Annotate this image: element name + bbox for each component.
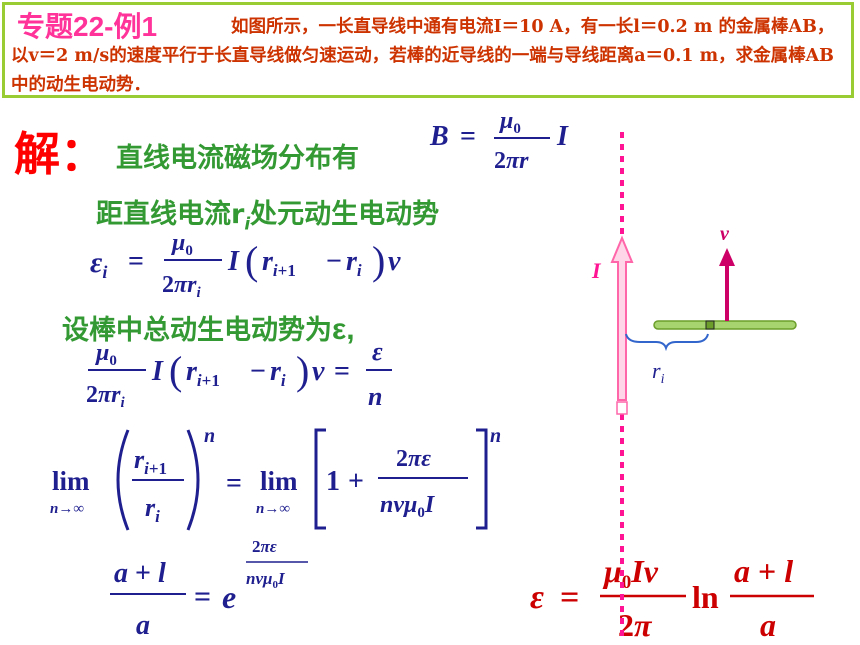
solution-line-3: 设棒中总动生电动势为ε, — [62, 308, 355, 347]
problem-text: 如图所示，一长直导线中通有电流I＝10 A，有一长l＝0.2 m 的金属棒AB，… — [11, 13, 847, 100]
svg-text:2πr: 2πr — [494, 148, 529, 174]
line2-suffix: 处元动生电动势 — [250, 199, 440, 230]
svg-text:ε: ε — [530, 579, 544, 616]
svg-text:1: 1 — [326, 466, 340, 497]
svg-text:a: a — [136, 610, 150, 641]
svg-text:2πε: 2πε — [396, 446, 431, 472]
svg-text:lim: lim — [260, 466, 298, 496]
distance-label: ri — [652, 358, 665, 387]
rod-element — [705, 320, 715, 330]
svg-text:I: I — [556, 121, 569, 152]
svg-text:ri: ri — [346, 246, 362, 280]
svg-text:lim: lim — [52, 466, 90, 496]
equation-limit: lim n→∞ ri+1 ri n = lim n→∞ 1 + 2πε nvμ0… — [50, 425, 501, 531]
problem-statement: 如图所示，一长直导线中通有电流I＝10 A，有一长l＝0.2 m 的金属棒AB，… — [11, 17, 835, 95]
line3-symbol: ε, — [332, 313, 355, 346]
svg-text:2πri: 2πri — [162, 272, 201, 301]
wire-segment — [616, 401, 628, 415]
svg-text:2πε: 2πε — [252, 537, 277, 556]
equation-result: ε = μ0Iv 2π ln a + l a — [530, 553, 814, 643]
svg-text:n→∞: n→∞ — [256, 501, 290, 517]
svg-text:(: ( — [169, 348, 182, 393]
current-label: I — [591, 258, 602, 283]
svg-text:B: B — [429, 121, 449, 152]
svg-text:ri: ri — [145, 493, 160, 526]
current-arrow — [610, 235, 634, 401]
svg-text:μ0Iv: μ0Iv — [602, 553, 659, 593]
problem-box: 如图所示，一长直导线中通有电流I＝10 A，有一长l＝0.2 m 的金属棒AB，… — [2, 2, 854, 98]
velocity-arrow-head — [719, 248, 735, 266]
svg-text:a + l: a + l — [114, 558, 166, 589]
svg-text:I: I — [151, 356, 164, 387]
svg-text:n: n — [368, 382, 382, 411]
svg-text:v: v — [312, 356, 325, 387]
svg-text:ε: ε — [372, 337, 383, 366]
svg-text:=: = — [460, 121, 476, 152]
svg-text:ln: ln — [692, 579, 719, 615]
svg-text:nvμ0I: nvμ0I — [380, 492, 436, 521]
svg-text:v: v — [388, 246, 401, 277]
svg-text:=: = — [334, 356, 350, 387]
equation-exponential: a + l a = e 2πε nvμ0I — [110, 537, 308, 641]
svg-text:n: n — [490, 425, 501, 447]
svg-text:nvμ0I: nvμ0I — [246, 569, 286, 591]
svg-text:ri+1: ri+1 — [186, 356, 220, 390]
svg-text:2π: 2π — [618, 607, 653, 643]
svg-text:εi: εi — [90, 246, 107, 282]
svg-text:(: ( — [245, 238, 258, 283]
svg-text:−: − — [250, 356, 266, 387]
diagram: I v ri — [591, 132, 797, 640]
svg-text:a + l: a + l — [734, 553, 793, 589]
svg-text:=: = — [560, 579, 579, 616]
svg-text:μ0: μ0 — [94, 340, 117, 369]
line3-text: 设棒中总动生电动势为 — [62, 315, 332, 346]
svg-text:): ) — [372, 238, 385, 283]
svg-text:=: = — [128, 246, 144, 277]
svg-text:I: I — [227, 246, 240, 277]
equation-field: B = μ0 2πr I — [429, 108, 569, 174]
equation-element-emf: εi = μ0 2πri I ( ri+1 − ri ) v — [90, 230, 401, 301]
svg-text:ri: ri — [270, 356, 286, 390]
solution-line-2: 距直线电流ri处元动生电动势 — [96, 192, 439, 234]
velocity-label: v — [720, 223, 730, 245]
line2-prefix: 距直线电流r — [96, 199, 245, 230]
solution-label: 解： — [14, 127, 106, 181]
svg-text:n: n — [204, 425, 215, 447]
svg-text:μ0: μ0 — [498, 108, 521, 137]
svg-text:n→∞: n→∞ — [50, 501, 84, 517]
svg-text:ri+1: ri+1 — [262, 246, 296, 280]
svg-text:2πri: 2πri — [86, 382, 125, 411]
svg-text:=: = — [194, 580, 211, 613]
svg-text:a: a — [760, 607, 776, 643]
equation-total-emf: μ0 2πri I ( ri+1 − ri ) v = ε n — [86, 337, 392, 411]
svg-text:ri+1: ri+1 — [134, 445, 167, 478]
metal-rod — [653, 320, 797, 330]
distance-brace — [625, 333, 709, 352]
topic-label: 专题22-例1 — [17, 11, 158, 42]
solution-line-1: 直线电流磁场分布有 — [116, 143, 359, 174]
svg-text:): ) — [296, 348, 309, 393]
svg-text:=: = — [226, 468, 242, 499]
line2-sub: i — [244, 214, 251, 235]
svg-text:μ0: μ0 — [170, 230, 193, 259]
svg-text:e: e — [222, 579, 236, 615]
svg-text:+: + — [348, 466, 364, 497]
svg-text:−: − — [326, 246, 342, 277]
